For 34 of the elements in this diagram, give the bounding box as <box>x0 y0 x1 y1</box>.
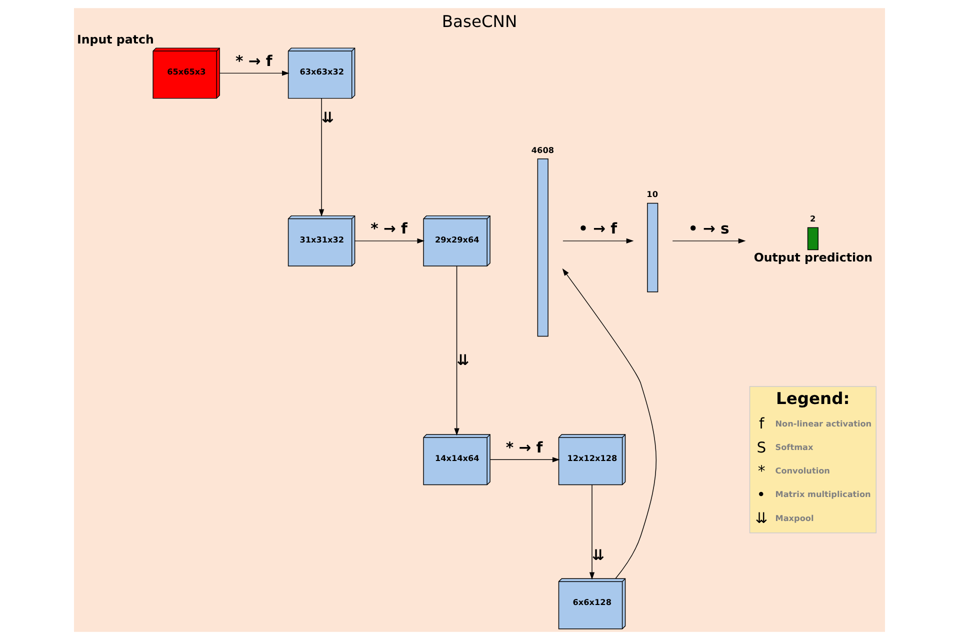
node-label: 4608 <box>531 144 554 155</box>
edge-label: * → f <box>370 220 408 238</box>
edge-label: * → f <box>235 52 272 70</box>
legend-label: Matrix multiplication <box>775 489 871 500</box>
node-label: 2 <box>810 214 816 224</box>
label: f <box>759 416 764 433</box>
edge-label: • → s <box>688 220 730 238</box>
label: Legend: <box>776 388 850 408</box>
node-label: 10 <box>646 189 658 200</box>
label: * <box>758 462 766 480</box>
arrow <box>672 238 746 244</box>
edge-label: ⇊ <box>592 547 604 564</box>
diagram-title: BaseCNN <box>442 12 518 32</box>
legend-label: Maxpool <box>775 512 814 523</box>
arrow <box>562 238 634 244</box>
edge-label: ⇊ <box>322 110 334 127</box>
edge-label: ⇊ <box>456 352 470 370</box>
arrow <box>454 266 460 436</box>
arrow <box>562 268 657 579</box>
node-label: Input patch <box>76 32 154 46</box>
legend-label: Non-linear activation <box>775 418 872 428</box>
arrow <box>354 238 425 244</box>
edge-label: • → f <box>578 220 618 238</box>
legend-label: Softmax <box>775 442 814 452</box>
node-label: Output prediction <box>754 250 873 264</box>
edge-label: * → f <box>506 439 543 456</box>
legend-label: Convolution <box>775 466 830 476</box>
arrow <box>490 457 560 462</box>
label: S <box>756 439 766 456</box>
label: • <box>756 486 766 504</box>
label: ⇊ <box>755 510 768 528</box>
arrow <box>589 484 595 580</box>
arrow <box>219 70 290 76</box>
arrow <box>318 98 324 217</box>
